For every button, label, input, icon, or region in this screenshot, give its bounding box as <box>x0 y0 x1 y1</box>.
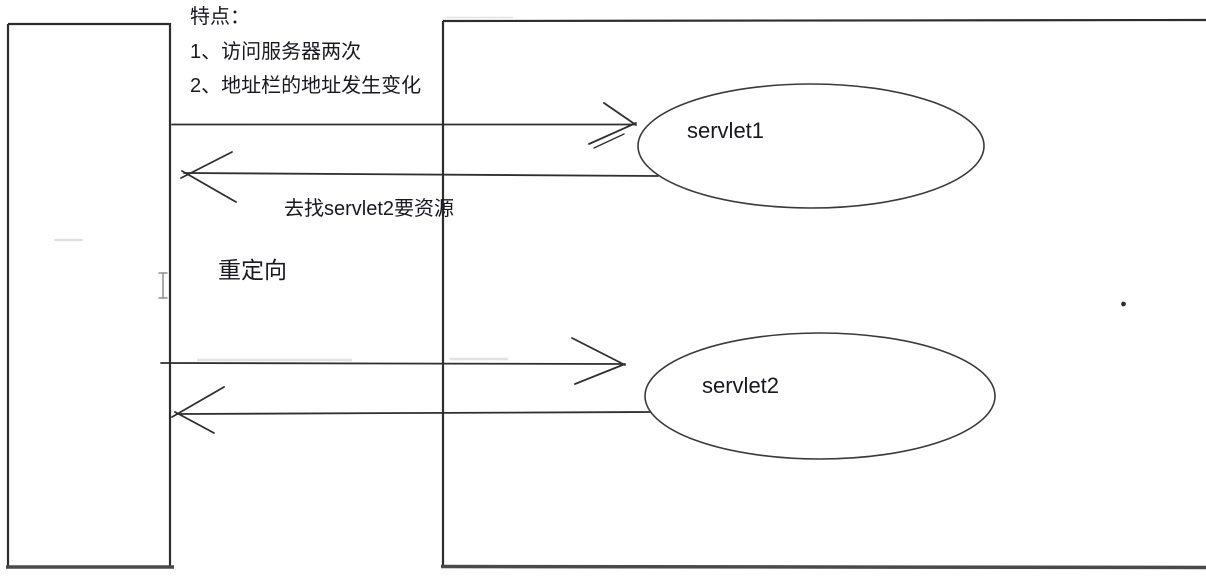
servlet2-ellipse <box>644 332 996 460</box>
arrow-response-servlet2 <box>171 386 651 434</box>
arrow-response-servlet1 <box>180 151 659 203</box>
servlet2-label: servlet2 <box>702 373 780 398</box>
servlet1-ellipse <box>637 83 985 209</box>
arrow-request-servlet1 <box>171 102 637 149</box>
server-box-rectangle <box>440 18 1206 570</box>
arrow-request-servlet2 <box>160 337 626 385</box>
notes-item-1: 1、访问服务器两次 <box>190 41 362 63</box>
servlet1-label: servlet1 <box>687 118 765 143</box>
notes-heading: 特点： <box>190 6 250 28</box>
stray-dot <box>1121 301 1126 307</box>
redirect-label: 重定向 <box>218 257 287 283</box>
notes-item-2: 2、地址栏的地址发生变化 <box>190 75 422 97</box>
text-cursor-icon <box>158 272 168 299</box>
faint-line-artifacts <box>197 16 513 362</box>
client-box-rectangle <box>6 22 174 569</box>
fetch-servlet2-note: 去找servlet2要资源 <box>284 198 455 220</box>
